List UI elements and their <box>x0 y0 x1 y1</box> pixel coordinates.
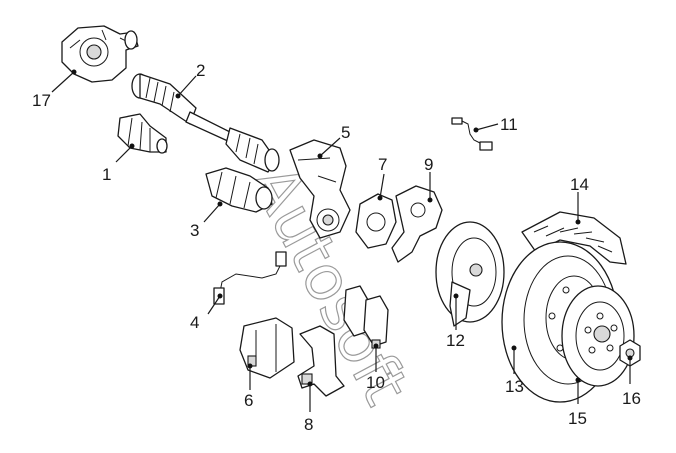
part-brake-pads <box>343 285 389 349</box>
part-backing-plate <box>391 185 443 263</box>
leader-3 <box>203 203 221 223</box>
callout-5: 5 <box>341 123 350 142</box>
callout-labels: 17 2 1 3 5 7 9 11 14 12 13 15 16 4 6 8 1… <box>32 61 641 434</box>
part-rotor <box>561 285 635 387</box>
callout-9: 9 <box>424 155 433 174</box>
callout-2: 2 <box>196 61 205 80</box>
leader-lines <box>51 69 633 412</box>
part-caliper-bracket <box>297 325 345 397</box>
leader-4 <box>207 295 221 315</box>
part-dust-shield <box>355 193 397 249</box>
part-wear-sensor <box>451 117 493 151</box>
callout-10: 10 <box>366 373 385 392</box>
leader-2 <box>177 75 197 97</box>
callout-17: 17 <box>32 91 51 110</box>
callout-14: 14 <box>570 175 589 194</box>
callout-13: 13 <box>505 377 524 396</box>
part-differential-housing <box>61 25 139 83</box>
callout-4: 4 <box>190 313 199 332</box>
callout-3: 3 <box>190 221 199 240</box>
leader-1 <box>115 145 133 163</box>
callout-7: 7 <box>378 155 387 174</box>
part-brake-hose <box>213 251 287 305</box>
part-steering-knuckle <box>289 139 351 239</box>
callout-8: 8 <box>304 415 313 434</box>
callout-12: 12 <box>446 331 465 350</box>
part-cv-joint <box>205 167 273 213</box>
leader-17 <box>51 71 75 93</box>
callout-6: 6 <box>244 391 253 410</box>
part-brake-disc <box>435 221 505 327</box>
callout-15: 15 <box>568 409 587 428</box>
part-drive-shaft <box>131 73 280 173</box>
part-caliper <box>239 317 295 379</box>
callout-16: 16 <box>622 389 641 408</box>
leader-5 <box>319 137 341 157</box>
leader-11 <box>475 123 499 131</box>
part-boot <box>117 113 168 154</box>
callout-1: 1 <box>102 165 111 184</box>
callout-11: 11 <box>500 115 518 134</box>
leader-7 <box>379 173 385 199</box>
